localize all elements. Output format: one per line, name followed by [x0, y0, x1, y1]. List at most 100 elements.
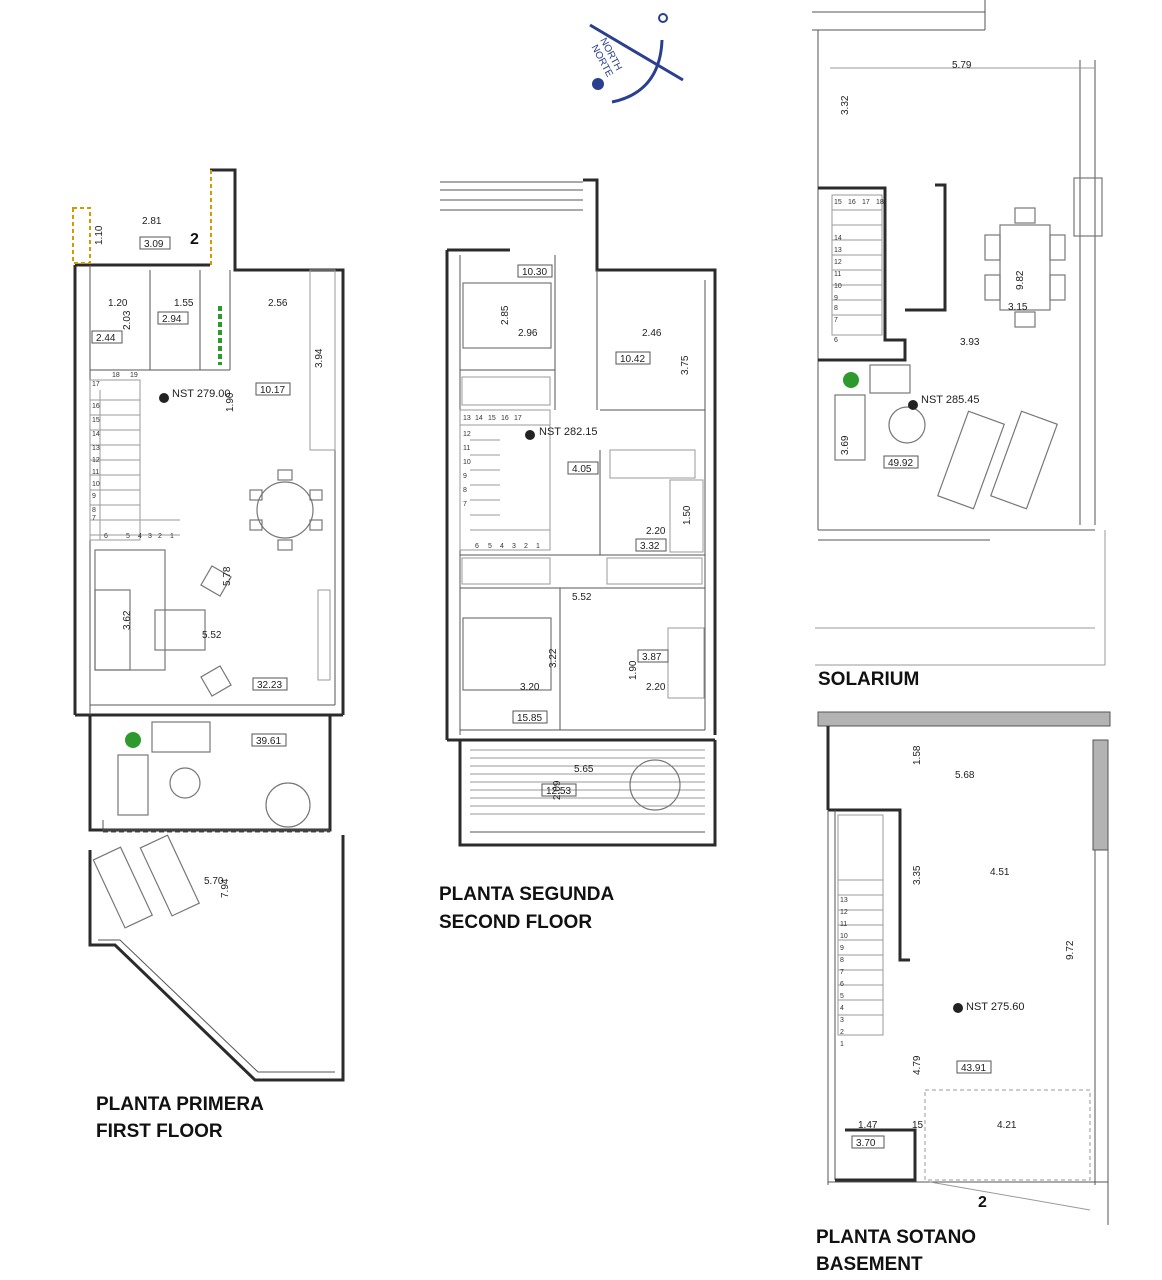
stair-number: 3: [512, 543, 516, 550]
dimension-label: 2.96: [518, 328, 538, 339]
basement-title-es: PLANTA SOTANO: [816, 1227, 976, 1248]
area-label: 2.44: [96, 333, 116, 344]
stair-number: 5: [840, 993, 844, 1000]
dimension-label: 7.94: [220, 878, 231, 898]
dimension-label: 1.58: [912, 745, 923, 765]
first-floor-unit-number: 2: [190, 231, 199, 248]
dimension-label: 3.69: [840, 435, 851, 455]
stair-number: 4: [500, 543, 504, 550]
sun-lounger: [92, 846, 154, 929]
stair-number: 11: [834, 271, 841, 278]
dimension-label: 2.20: [646, 682, 666, 693]
stair-number: 8: [92, 507, 96, 514]
stair-number: 16: [501, 415, 509, 422]
compass-needle: [589, 23, 684, 82]
dimension-label: 1.90: [225, 392, 236, 412]
second-floor-plan: NST 282.15 13 14 15 16 17 12 11 10 9 8 7…: [439, 178, 717, 933]
stair-number: 7: [840, 969, 844, 976]
area-label: 32.23: [257, 680, 282, 691]
stair-number: 16: [92, 403, 100, 410]
stair-number: 6: [475, 543, 479, 550]
stair-number: 5: [488, 543, 492, 550]
stair-number: 7: [463, 501, 467, 508]
area-label: 2.94: [162, 314, 182, 325]
dimension-label: 5.65: [574, 764, 594, 775]
dining-table: [256, 481, 314, 539]
stair-number: 10: [840, 933, 848, 940]
stair-number: 3: [148, 533, 152, 540]
dimension-label: 5.70: [204, 876, 224, 887]
dimension-label: 4.21: [997, 1120, 1017, 1131]
dimension-label: 3.22: [548, 648, 559, 668]
dimension-label: 3.32: [840, 95, 851, 115]
stair-number: 7: [834, 317, 838, 324]
dimension-label: 3.62: [122, 610, 133, 630]
dimension-label: 5.52: [202, 630, 222, 641]
dimension-label: 5.79: [952, 60, 972, 71]
stair-number: 17: [92, 381, 100, 388]
stair-number: 18: [876, 199, 884, 206]
area-label: 12.53: [546, 786, 571, 797]
dimension-label: 3.20: [520, 682, 540, 693]
stair-number: 8: [834, 305, 838, 312]
dimension-label: 5.52: [572, 592, 592, 603]
first-floor-east-wall: [210, 168, 345, 715]
stair-number: 3: [840, 1017, 844, 1024]
stair-number: 15: [834, 199, 842, 206]
second-floor-title-en: SECOND FLOOR: [439, 912, 592, 933]
dimension-label: 15: [912, 1120, 924, 1131]
solarium-stair-well: [818, 186, 907, 362]
first-floor-plan: NST 279.00 2 17 18 19 16 15 14 13 12 11 …: [72, 168, 345, 1142]
stair-number: 12: [92, 457, 100, 464]
bbq-grill: [1073, 177, 1103, 237]
stair-number: 6: [840, 981, 844, 988]
dimension-label: 2.46: [642, 328, 662, 339]
stair-number: 12: [463, 431, 471, 438]
stair-number: 4: [840, 1005, 844, 1012]
dimension-label: 4.51: [990, 867, 1010, 878]
stair-number: 9: [92, 493, 96, 500]
stair-number: 14: [475, 415, 483, 422]
stair-number: 17: [514, 415, 522, 422]
stair-number: 17: [862, 199, 870, 206]
dimension-label: 2.56: [268, 298, 288, 309]
basement-nst: NST 275.60: [966, 1001, 1025, 1013]
stair-number: 9: [463, 473, 467, 480]
stair-number: 11: [840, 921, 847, 928]
dimension-label: 9.72: [1065, 940, 1076, 960]
dimension-label: 2.20: [646, 526, 666, 537]
area-label: 3.32: [640, 541, 660, 552]
dimension-label: 2.03: [122, 310, 133, 330]
area-label: 3.87: [642, 652, 662, 663]
stair-number: 6: [834, 337, 838, 344]
stair-number: 13: [840, 897, 848, 904]
sun-lounger: [989, 410, 1059, 510]
stair-number: 15: [488, 415, 496, 422]
stair-number: 6: [104, 533, 108, 540]
solarium-nst: NST 285.45: [921, 394, 980, 406]
dimension-label: 1.10: [94, 225, 105, 245]
dimension-label: 3.93: [960, 337, 980, 348]
dimension-label: 3.15: [1008, 302, 1028, 313]
stair-number: 12: [834, 259, 842, 266]
stair-number: 15: [92, 417, 100, 424]
solarium-title: SOLARIUM: [818, 669, 919, 690]
stair-number: 13: [834, 247, 842, 254]
stair-number: 2: [524, 543, 528, 550]
stair-number: 4: [138, 533, 142, 540]
area-label: 15.85: [517, 713, 542, 724]
area-label: 10.17: [260, 385, 285, 396]
area-label: 3.09: [144, 239, 164, 250]
dimension-label: 2.81: [142, 216, 162, 227]
stair-number: 13: [92, 445, 100, 452]
garage-door-zone: [924, 1089, 1091, 1181]
area-label: 49.92: [888, 458, 913, 469]
north-compass: NORTH NORTE: [589, 13, 684, 104]
dimension-label: 2.85: [500, 305, 511, 325]
stair-number: 1: [170, 533, 174, 540]
basement-top-wall: [817, 711, 1111, 727]
dimension-label: 5.78: [222, 566, 233, 586]
basement-title-en: BASEMENT: [816, 1254, 923, 1275]
first-floor-nst: NST 279.00: [172, 388, 231, 400]
compass-dot: [592, 78, 604, 90]
